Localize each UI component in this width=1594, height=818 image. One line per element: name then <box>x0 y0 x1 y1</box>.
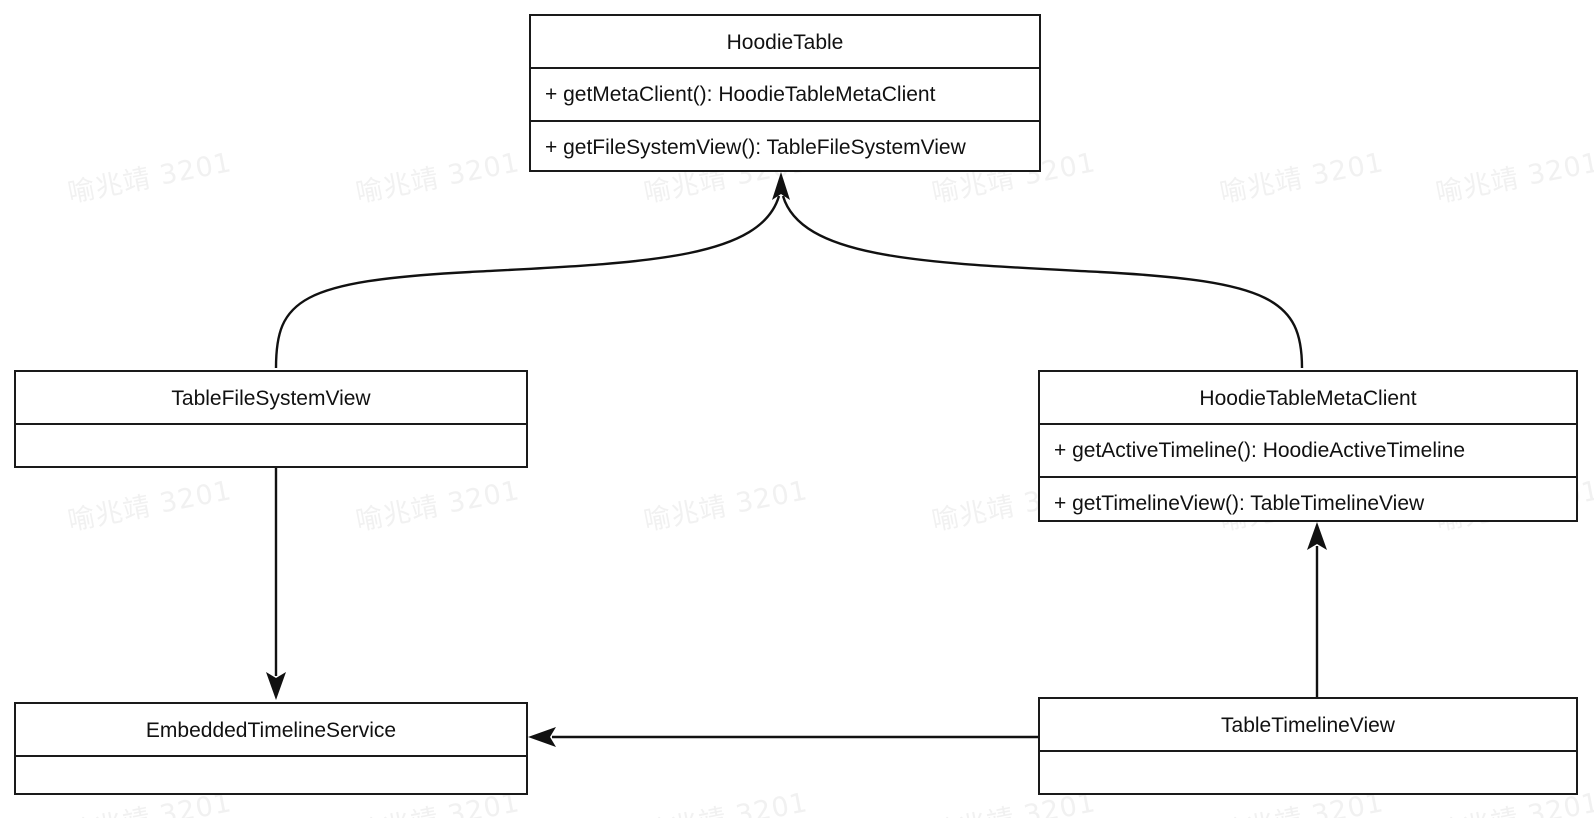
arrowhead-icon <box>266 672 286 700</box>
class-box-embedded-timeline-service[interactable]: EmbeddedTimelineService <box>14 702 528 795</box>
class-box-hoodie-table-meta-client[interactable]: HoodieTableMetaClient + getActiveTimelin… <box>1038 370 1578 522</box>
watermark-text: 喻兆靖 3201 <box>1433 147 1594 210</box>
watermark-text: 喻兆靖 3201 <box>640 780 811 818</box>
class-name-hoodie-table: HoodieTable <box>531 16 1039 69</box>
class-name-table-timeline-view: TableTimelineView <box>1040 699 1576 752</box>
class-box-hoodie-table[interactable]: HoodieTable + getMetaClient(): HoodieTab… <box>529 14 1041 172</box>
arrowhead-icon <box>528 727 556 747</box>
class-member: + getActiveTimeline(): HoodieActiveTimel… <box>1054 439 1466 462</box>
class-name-table-file-system-view: TableFileSystemView <box>16 372 526 425</box>
class-members-table-timeline-view <box>1040 752 1576 818</box>
class-members-hoodie-table: + getMetaClient(): HoodieTableMetaClient… <box>531 69 1039 171</box>
watermark-text: 喻兆靖 3201 <box>641 475 811 538</box>
connector-tabletimelineview-to-embeddedtimelineservice <box>528 727 1038 747</box>
connector-tabletimelineview-to-hoodietablemetaclient <box>1307 522 1327 697</box>
class-members-table-file-system-view <box>16 425 526 519</box>
arrowhead-icon <box>772 172 790 200</box>
class-member: + getMetaClient(): HoodieTableMetaClient <box>545 83 936 106</box>
class-members-hoodie-table-meta-client: + getActiveTimeline(): HoodieActiveTimel… <box>1040 425 1576 527</box>
class-members-embedded-timeline-service <box>16 757 526 818</box>
class-member: + getTimelineView(): TableTimelineView <box>1040 476 1576 527</box>
watermark-text: 喻兆靖 3201 <box>353 147 523 210</box>
class-box-table-timeline-view[interactable]: TableTimelineView <box>1038 697 1578 795</box>
connector-tablefilesystemview-to-hoodietable <box>274 172 790 369</box>
class-member: + getFileSystemView(): TableFileSystemVi… <box>531 120 1039 171</box>
class-name-hoodie-table-meta-client: HoodieTableMetaClient <box>1040 372 1576 425</box>
watermark-text: 喻兆靖 3201 <box>65 147 235 210</box>
connector-hoodietablemetaclient-to-hoodietable <box>781 195 1304 369</box>
class-box-table-file-system-view[interactable]: TableFileSystemView <box>14 370 528 468</box>
class-name-embedded-timeline-service: EmbeddedTimelineService <box>16 704 526 757</box>
watermark-text: 喻兆靖 3201 <box>1217 147 1387 210</box>
